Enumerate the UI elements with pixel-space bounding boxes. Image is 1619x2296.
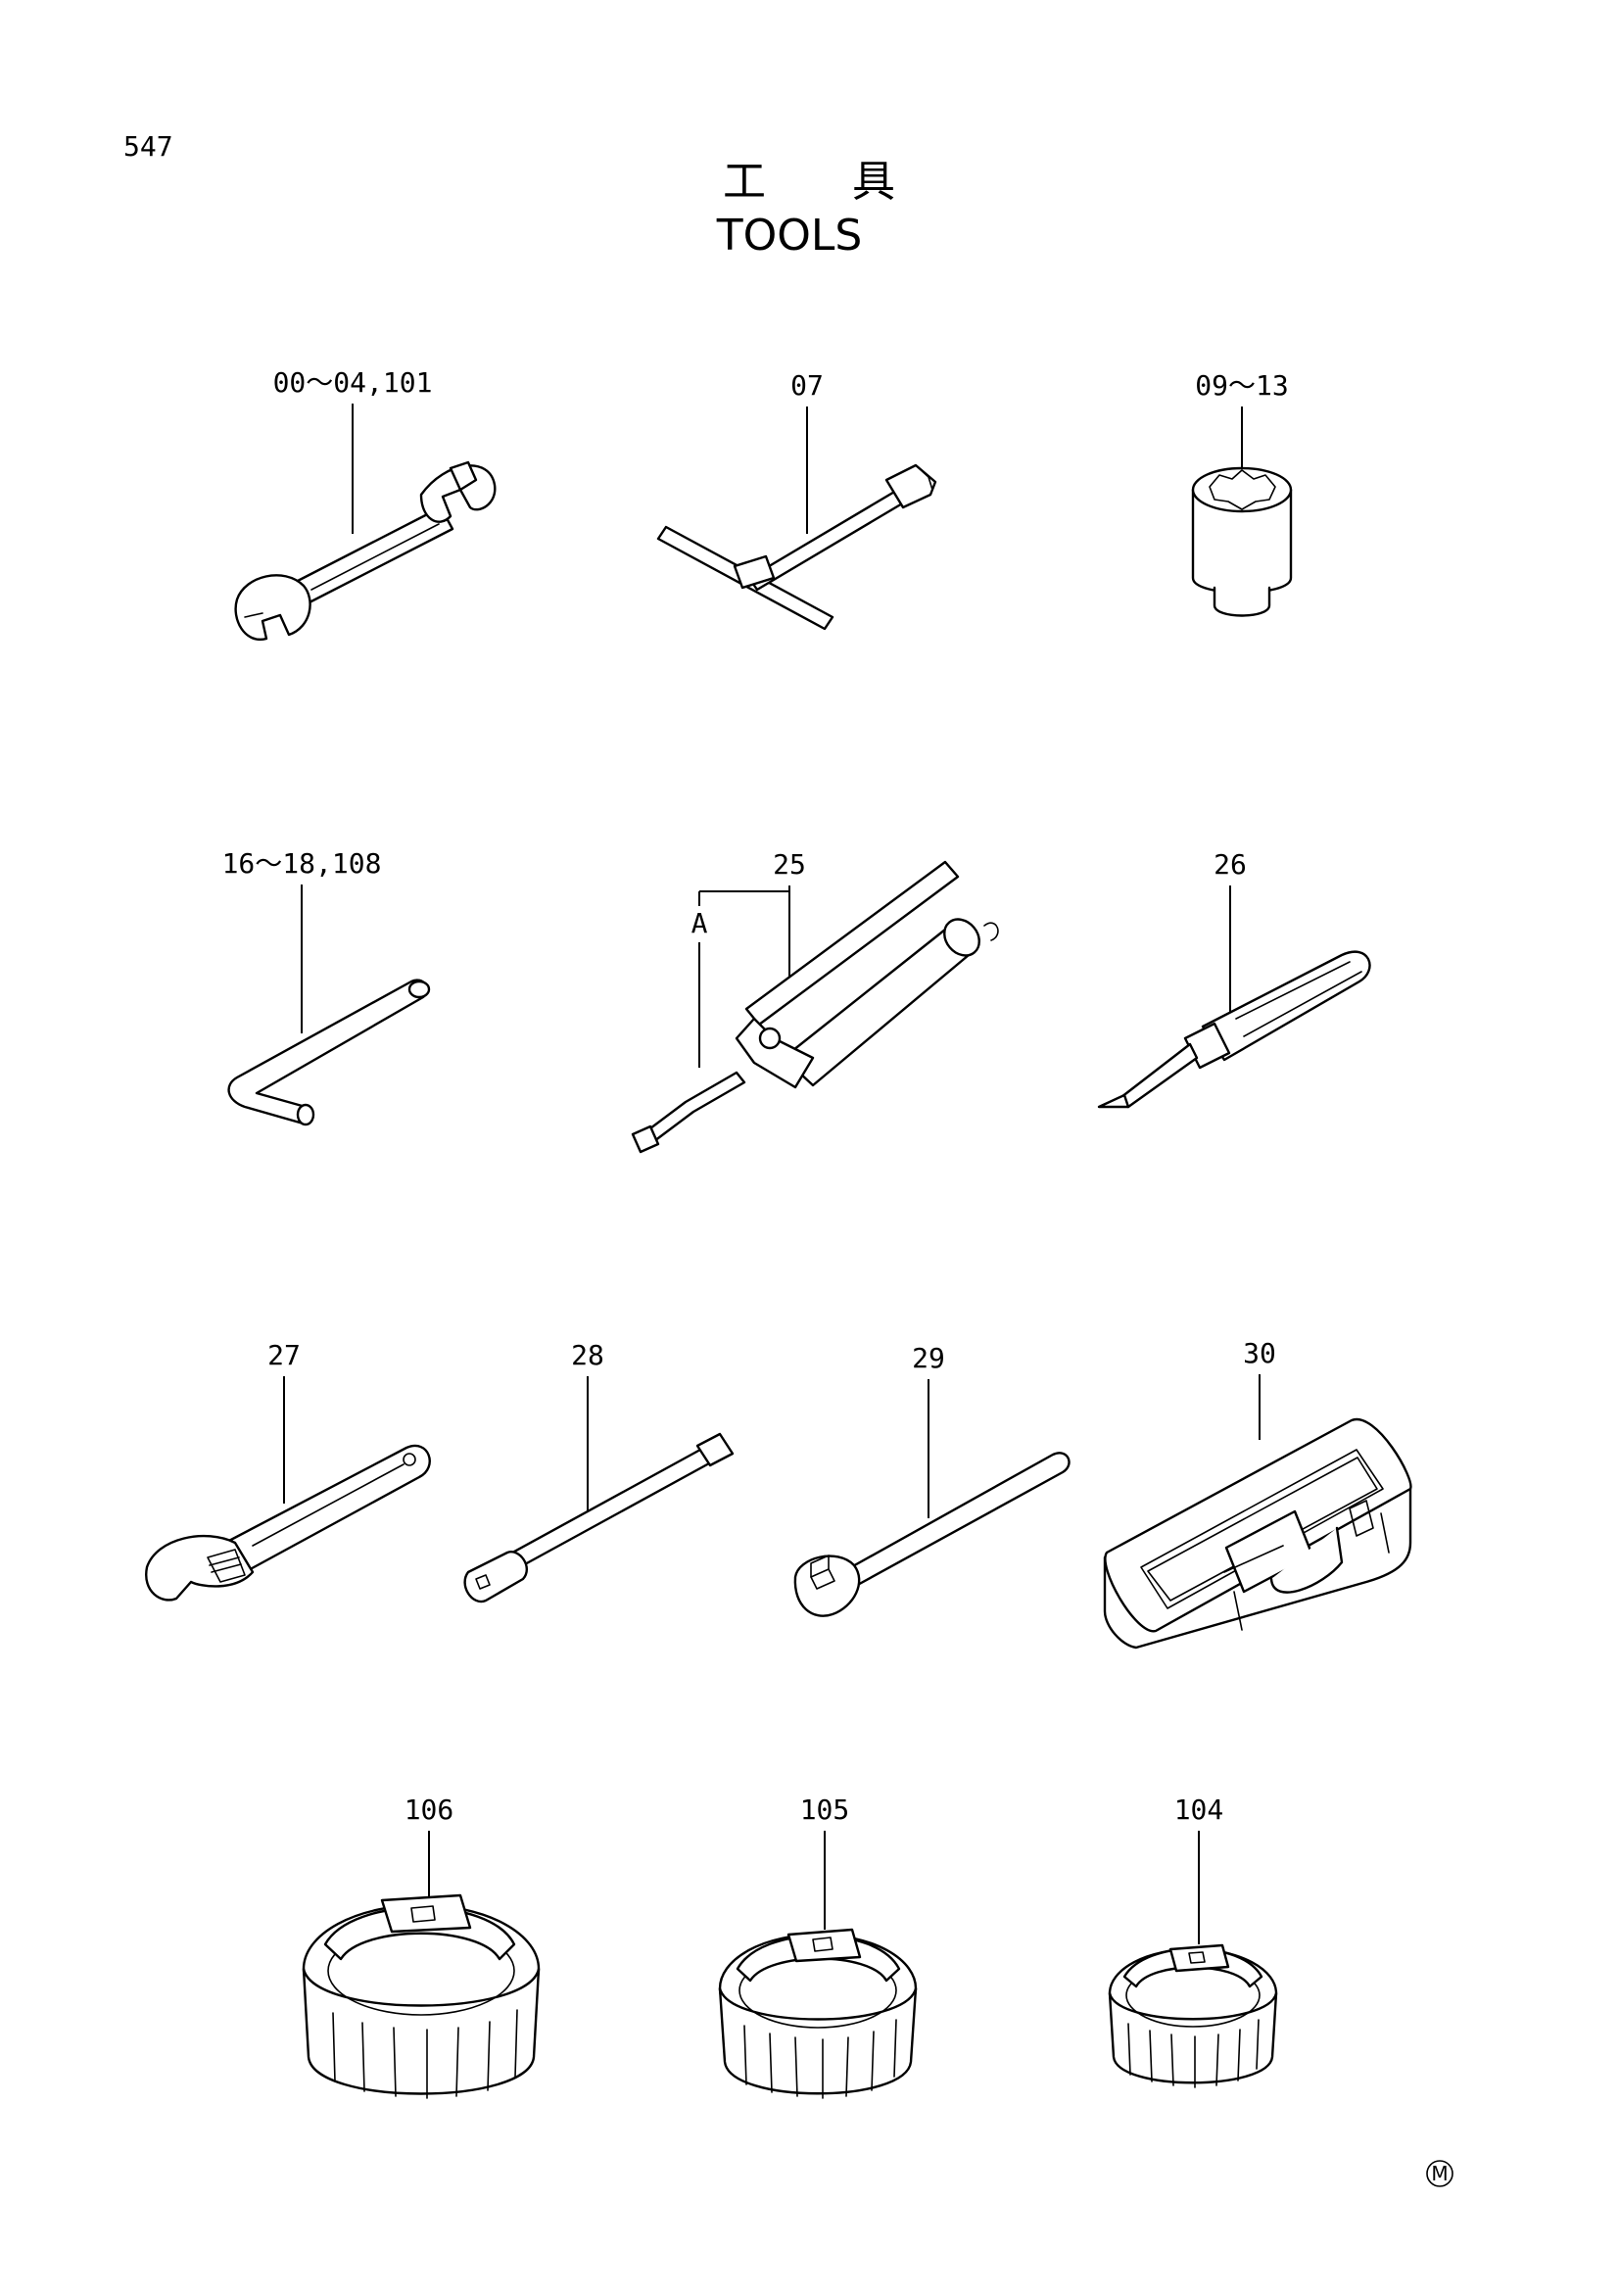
part-callout: 29 [912,1342,945,1374]
part-filter-wrench-cup-small: 104 [1108,1794,1278,2088]
page-number: 547 [123,130,173,163]
hex-key-icon [227,979,431,1126]
part-extension-bar: 28 [463,1339,735,1603]
page-title-en: TOOLS [716,211,863,261]
ratchet-handle-icon [793,1452,1071,1617]
part-callout: 00～04,101 [273,366,433,399]
part-tool-case: 30 [1103,1337,1412,1650]
double-open-end-wrench-icon [234,460,497,642]
part-callout: 27 [267,1339,301,1371]
filter-wrench-cup-small-icon [1108,1943,1278,2088]
part-callout: 09～13 [1195,369,1288,402]
socket-icon [1191,466,1293,617]
part-ratchet-handle: 29 [793,1342,1071,1617]
part-callout: 25 [773,848,806,881]
part-callout: 104 [1174,1794,1224,1826]
part-hex-key: 16～18,108 [222,847,431,1126]
part-double-open-end-wrench: 00～04,101 [234,366,497,642]
grease-gun-icon [631,860,999,1154]
part-t-handle-socket-wrench: 07 [656,369,937,631]
part-filter-wrench-cup-medium: 105 [718,1794,918,2099]
part-grease-gun: 25 A [631,848,999,1154]
part-callout: 28 [571,1339,604,1371]
part-socket: 09～13 [1191,369,1293,617]
part-callout: 07 [790,369,824,402]
part-callout: 26 [1214,848,1247,881]
part-callout: 30 [1243,1337,1276,1369]
part-sub-label: A [691,907,708,939]
filter-wrench-cup-medium-icon [718,1928,918,2099]
screwdriver-icon [1097,950,1371,1109]
part-callout: 16～18,108 [222,847,382,880]
circle-mark-icon [1426,2160,1453,2187]
extension-bar-icon [463,1432,735,1603]
part-callout: 105 [800,1794,850,1826]
corner-mark-letter: M [1431,2162,1448,2185]
part-adjustable-wrench: 27 [145,1339,431,1602]
corner-mark: M [1426,2160,1453,2187]
filter-wrench-cup-large-icon [302,1893,541,2099]
part-filter-wrench-cup-large: 106 [302,1794,541,2099]
part-screwdriver: 26 [1097,848,1371,1109]
adjustable-wrench-icon [145,1444,431,1602]
page-title-jp: 工 具 [723,157,895,207]
tool-case-icon [1103,1417,1412,1650]
t-handle-socket-wrench-icon [656,463,937,631]
part-callout: 106 [405,1794,454,1826]
